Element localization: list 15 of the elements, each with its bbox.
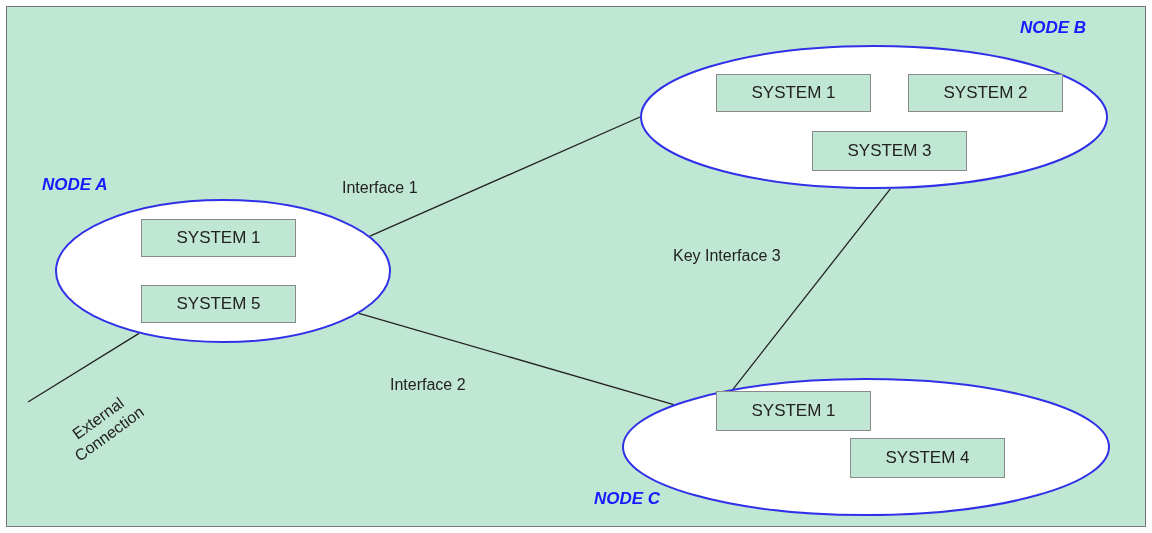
connector-line — [27, 332, 140, 403]
edge-label: Key Interface 3 — [673, 246, 781, 266]
connector-line — [369, 116, 641, 237]
node-heading: NODE A — [42, 175, 108, 195]
node-heading: NODE C — [594, 489, 661, 509]
system-box: SYSTEM 1 — [141, 219, 296, 257]
connector-line — [732, 188, 891, 390]
system-box: SYSTEM 3 — [812, 131, 967, 171]
node-heading: NODE B — [1020, 18, 1087, 38]
system-box: SYSTEM 2 — [908, 74, 1063, 112]
connector-line — [358, 312, 675, 406]
system-box: SYSTEM 5 — [141, 285, 296, 323]
system-box: SYSTEM 1 — [716, 391, 871, 431]
system-box: SYSTEM 1 — [716, 74, 871, 112]
system-box: SYSTEM 4 — [850, 438, 1005, 478]
